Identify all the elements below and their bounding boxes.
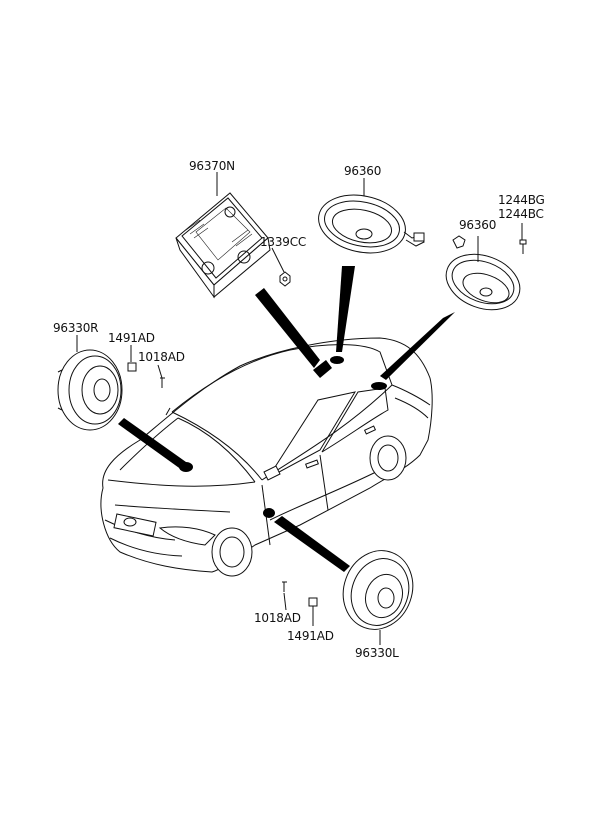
label-amp-nut: 1339CC	[260, 235, 307, 249]
pointer-wedges	[118, 266, 455, 572]
label-amplifier: 96370N	[189, 159, 235, 173]
label-rear-speaker-right: 96360	[459, 218, 497, 232]
label-clip-right: 1491AD	[108, 331, 155, 345]
rear-speaker-right	[445, 235, 527, 311]
label-front-speaker-left: 96330L	[355, 646, 399, 660]
label-bolt-2: 1244BC	[498, 207, 544, 221]
car-illustration	[100, 337, 433, 577]
label-front-speaker-right: 96330R	[53, 321, 99, 335]
label-bolt-1: 1244BG	[498, 193, 545, 207]
label-rear-speaker-top: 96360	[344, 164, 382, 178]
leader-lines	[76, 172, 523, 645]
front-speaker-right	[57, 349, 165, 431]
rear-speaker-top	[318, 194, 425, 254]
front-speaker-left	[282, 550, 414, 630]
label-screw-left: 1018AD	[254, 611, 301, 625]
amplifier-unit	[175, 192, 291, 299]
label-screw-right: 1018AD	[138, 350, 185, 364]
label-clip-left: 1491AD	[287, 629, 334, 643]
